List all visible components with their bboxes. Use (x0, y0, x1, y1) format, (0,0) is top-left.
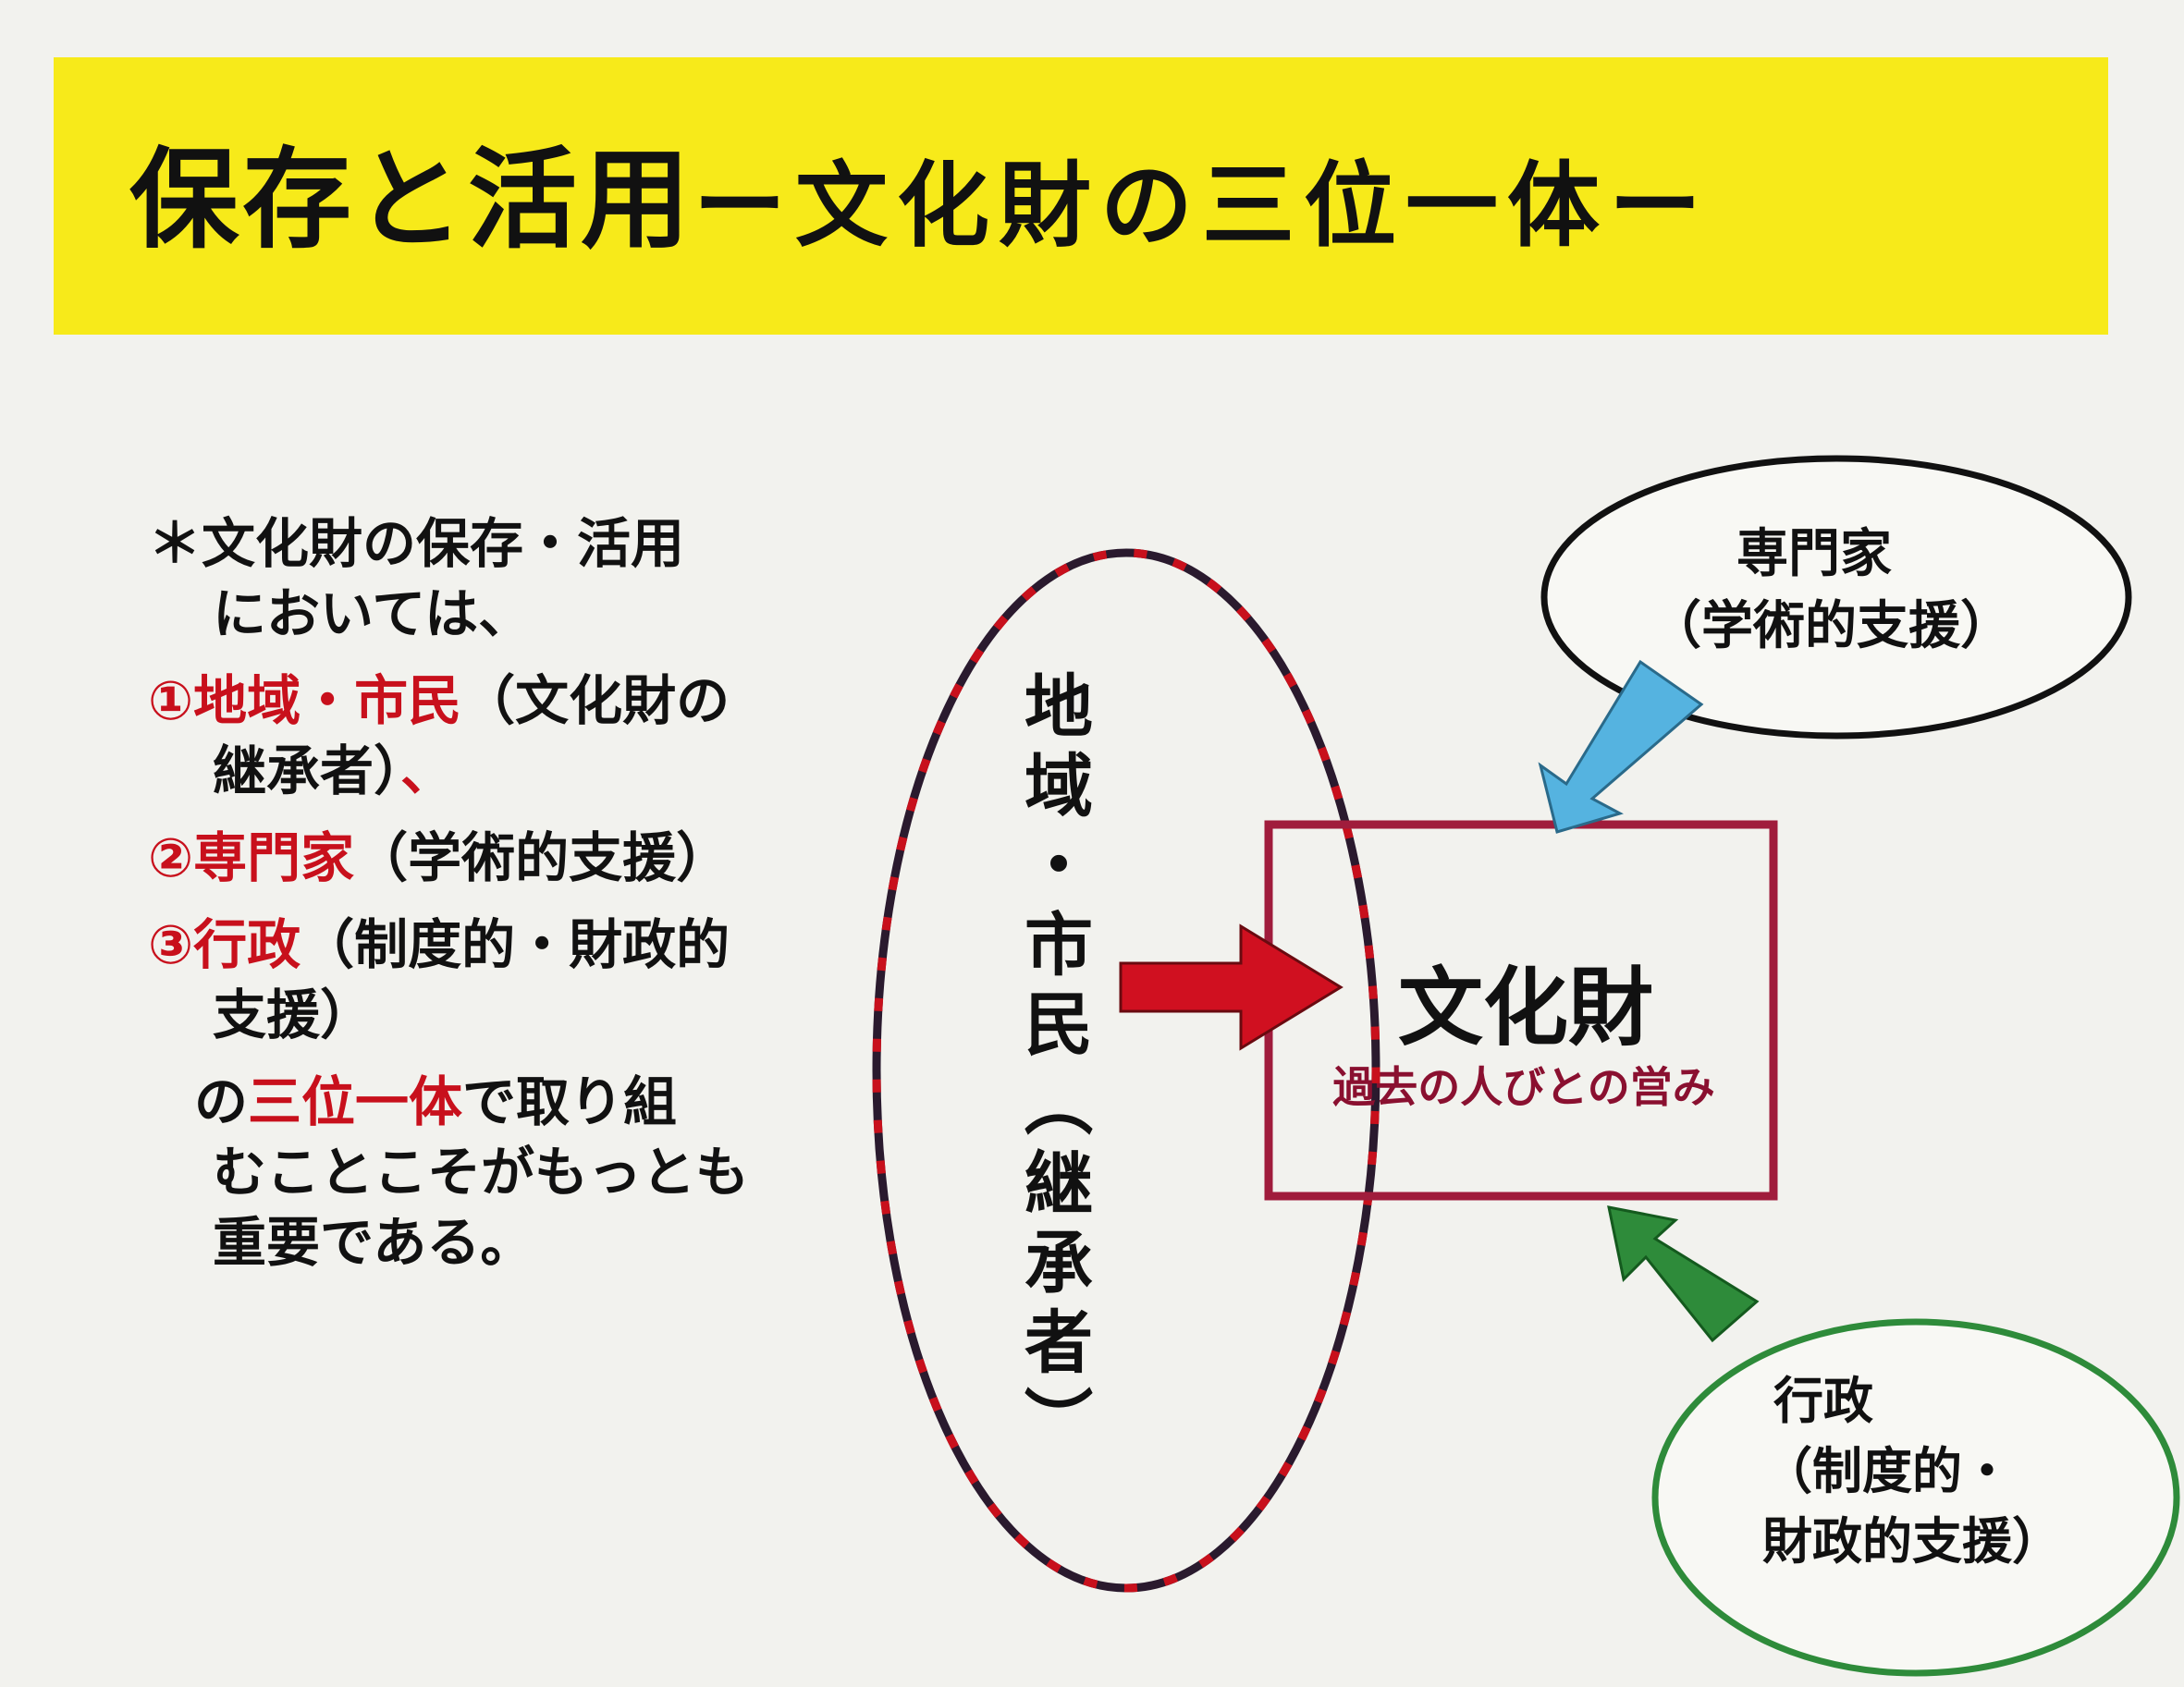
item-community-desc-b: 継承者） (213, 740, 401, 802)
community-label: 地域・市民︵継承者︶ (1025, 667, 1093, 1462)
expert-arrow (1538, 659, 1704, 834)
conclusion-line-3: 重要である。 (213, 1211, 534, 1274)
conclusion-line-1: の三位一体で取り組 (148, 1067, 814, 1137)
expert-sublabel: （学術的支援） (1650, 596, 2012, 656)
cultural-property-subtitle: 過去の人びとの営み (1332, 1062, 1715, 1112)
admin-sublabel-2: 財政的支援） (1762, 1512, 2062, 1571)
conclusion-line-2: むことこそがもっとも (213, 1141, 750, 1204)
admin-label: 行政 (1773, 1372, 1873, 1430)
cultural-property-title: 文化財 (1398, 959, 1653, 1057)
item-expert: ②専門家（学術的支援） (148, 823, 814, 893)
conclusion-highlight: 三位一体 (248, 1070, 463, 1133)
item-community: ①地域・市民（文化財の (148, 666, 814, 736)
admin-arrow (1607, 1205, 1760, 1343)
title-subtitle: ー文化財の三位一体ー (693, 152, 1712, 260)
expert-ellipse (1540, 455, 2132, 740)
expert-label: 専門家 (1736, 524, 1892, 584)
community-arrow (1119, 923, 1344, 1051)
item-community-desc-a: （文化財の (461, 669, 730, 732)
item-community-label: ①地域・市民 (148, 669, 462, 732)
item-community-line-2: 継承者）、 (148, 736, 814, 806)
item-expert-desc: （学術的支援） (354, 826, 730, 889)
admin-ellipse (1651, 1318, 2180, 1677)
admin-sublabel-1: （制度的・ (1762, 1442, 2012, 1500)
item-admin: ③行政（制度的・財政的 (148, 910, 814, 980)
item-admin-desc-b: 支援） (213, 984, 374, 1046)
title-main: 保存と活用 (129, 136, 694, 263)
conclusion-post: で取り組 (462, 1070, 678, 1133)
item-community-separator: 、 (400, 740, 455, 802)
item-admin-desc-a: （制度的・財政的 (301, 913, 730, 976)
item-expert-label: ②専門家 (148, 826, 355, 889)
conclusion-pre: の (194, 1070, 249, 1133)
slide-title: 保存と活用ー文化財の三位一体ー (129, 111, 1711, 287)
community-ellipse-accent (872, 548, 1380, 1593)
intro-line-2: においては、 (213, 582, 533, 645)
item-admin-label: ③行政 (148, 913, 301, 976)
intro-line-1: ＊文化財の保存・活用 (148, 512, 685, 575)
title-bar (54, 57, 2108, 335)
explanation-text: ＊文化財の保存・活用 においては、 ①地域・市民（文化財の 継承者）、 ②専門家… (148, 508, 814, 1277)
